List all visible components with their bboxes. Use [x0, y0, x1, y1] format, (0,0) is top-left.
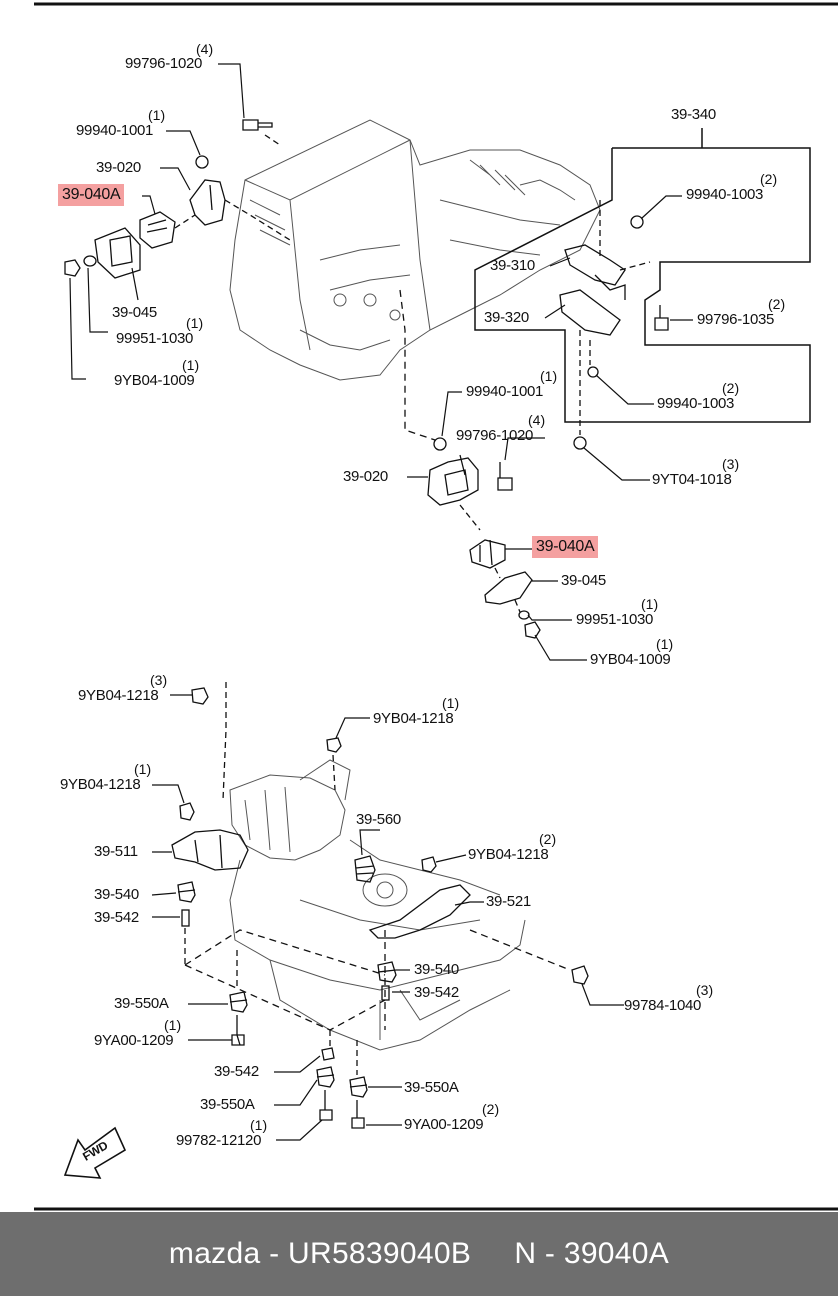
part-39-310[interactable]: 39-310 [490, 257, 535, 274]
qty-9YB04-1218-c: (1) [134, 761, 152, 777]
part-9YA00-1209-b[interactable]: 9YA00-1209 [404, 1116, 484, 1133]
leader-lines-top-left [69, 63, 245, 380]
qty-9YB04-1218-d: (2) [539, 831, 557, 847]
part-39-020-b[interactable]: 39-020 [343, 468, 388, 485]
right-upper-brackets [559, 200, 669, 450]
part-99940-1003-b[interactable]: 99940-1003 [657, 395, 735, 412]
qty-9YA00-1209-b: (2) [482, 1101, 500, 1117]
part-9YT04-1018[interactable]: 9YT04-1018 [652, 471, 732, 488]
qty-99796-1035: (2) [768, 296, 786, 312]
part-99796-1020-b[interactable]: 99796-1020 [456, 427, 534, 444]
part-9YB04-1218-d[interactable]: 9YB04-1218 [468, 846, 549, 863]
part-39-340[interactable]: 39-340 [671, 106, 716, 123]
part-99940-1001-b[interactable]: 99940-1001 [466, 383, 544, 400]
part-99796-1020-a[interactable]: 99796-1020 [125, 55, 203, 72]
part-39-542-c[interactable]: 39-542 [214, 1063, 259, 1080]
part-39-320[interactable]: 39-320 [484, 309, 529, 326]
part-39-550A-a[interactable]: 39-550A [114, 995, 169, 1012]
part-9YB04-1218-b[interactable]: 9YB04-1218 [373, 710, 454, 727]
qty-9YB04-1009-a: (1) [182, 357, 200, 373]
qty-99782-12120: (1) [250, 1117, 268, 1133]
leader-lines-top-right [544, 195, 693, 481]
qty-99940-1003-a: (2) [760, 171, 778, 187]
part-9YB04-1218-c[interactable]: 9YB04-1218 [60, 776, 141, 793]
part-99782-12120[interactable]: 99782-12120 [176, 1132, 262, 1149]
part-9YB04-1218-a[interactable]: 9YB04-1218 [78, 687, 159, 704]
parts-diagram: (4) 99796-1020 (1) 99940-1001 39-020 39-… [34, 2, 838, 1211]
part-9YB04-1009-b[interactable]: 9YB04-1009 [590, 651, 671, 668]
part-99951-1030-a[interactable]: 99951-1030 [116, 330, 194, 347]
part-39-550A-b[interactable]: 39-550A [404, 1079, 459, 1096]
part-39-542-b[interactable]: 39-542 [414, 984, 459, 1001]
qty-99784-1040: (3) [696, 982, 714, 998]
part-99951-1030-b[interactable]: 99951-1030 [576, 611, 654, 628]
qty-99951-1030-b: (1) [641, 596, 659, 612]
qty-99951-1030-a: (1) [186, 315, 204, 331]
part-39-020-a[interactable]: 39-020 [96, 159, 141, 176]
fwd-arrow-icon [63, 1126, 127, 1179]
footer-caption: mazda - UR5839040B N - 39040A [168, 1237, 670, 1270]
part-39-540-a[interactable]: 39-540 [94, 886, 139, 903]
part-39-542-a[interactable]: 39-542 [94, 909, 139, 926]
footer-bar: mazda - UR5839040B N - 39040A [0, 1212, 838, 1296]
qty-99796-1020-b: (4) [528, 412, 546, 428]
leader-lines-middle [407, 391, 587, 661]
part-39-045-b[interactable]: 39-045 [561, 572, 606, 589]
part-39-521[interactable]: 39-521 [486, 893, 531, 910]
part-99796-1035[interactable]: 99796-1035 [697, 311, 775, 328]
part-39-511[interactable]: 39-511 [94, 843, 138, 860]
left-engine-mount-group [64, 119, 291, 279]
engine-block-outline [229, 119, 601, 381]
qty-99940-1003-b: (2) [722, 380, 740, 396]
part-39-560[interactable]: 39-560 [356, 811, 401, 828]
part-39-550A-c[interactable]: 39-550A [200, 1096, 255, 1113]
part-99940-1003-a[interactable]: 99940-1003 [686, 186, 764, 203]
part-9YA00-1209-a[interactable]: 9YA00-1209 [94, 1032, 174, 1049]
part-99784-1040[interactable]: 99784-1040 [624, 997, 702, 1014]
diagram-drawing [34, 2, 838, 1211]
right-engine-mount-group [427, 437, 541, 639]
qty-9YB04-1218-a: (3) [150, 672, 168, 688]
transmission-mount-parts [171, 682, 589, 1129]
qty-9YB04-1218-b: (1) [442, 695, 460, 711]
qty-99940-1001-a: (1) [148, 107, 166, 123]
part-99940-1001-a[interactable]: 99940-1001 [76, 122, 154, 139]
part-39-045-a[interactable]: 39-045 [112, 304, 157, 321]
box-39-340 [474, 128, 811, 423]
qty-99796-1020-a: (4) [196, 41, 214, 57]
part-39-040A-b[interactable]: 39-040A [532, 536, 599, 558]
part-9YB04-1009-a[interactable]: 9YB04-1009 [114, 372, 195, 389]
qty-9YA00-1209-a: (1) [164, 1017, 182, 1033]
qty-99940-1001-b: (1) [540, 368, 558, 384]
transmission-outline [229, 759, 526, 1051]
part-39-040A-a[interactable]: 39-040A [58, 184, 125, 206]
part-39-540-b[interactable]: 39-540 [414, 961, 459, 978]
qty-9YT04-1018: (3) [722, 456, 740, 472]
qty-9YB04-1009-b: (1) [656, 636, 674, 652]
dashed-guide-engine-right [399, 289, 436, 441]
leader-lines-bottom [151, 694, 624, 1141]
